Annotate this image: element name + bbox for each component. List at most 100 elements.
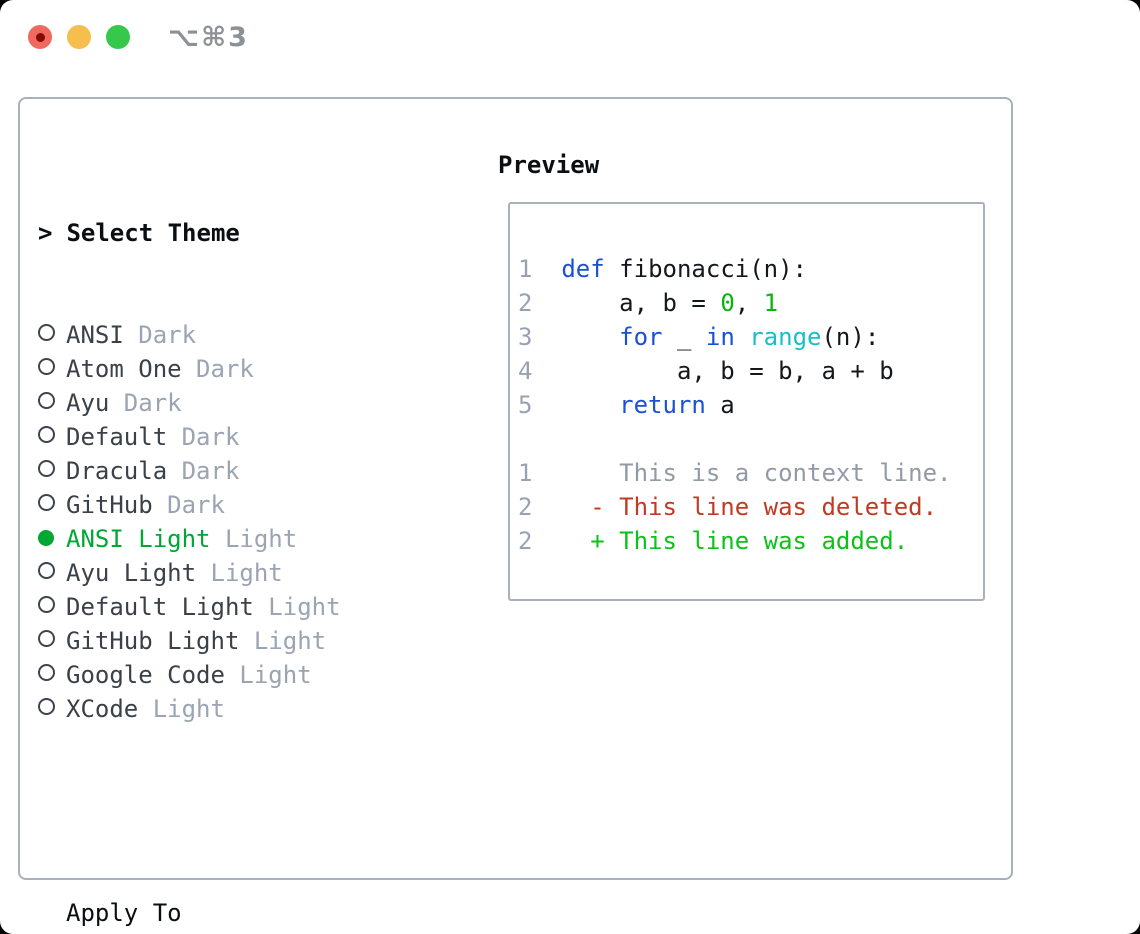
- radio-icon: [38, 426, 55, 443]
- code-token: def: [561, 255, 605, 283]
- close-button[interactable]: [28, 25, 52, 49]
- option-variant-label: Dark: [167, 423, 240, 451]
- spacer: [38, 794, 443, 828]
- option-label: XCode: [66, 695, 139, 723]
- code-token: [735, 323, 749, 351]
- code-token: This is a context line.: [561, 459, 952, 487]
- prompt-icon: >: [38, 219, 53, 247]
- line-number: 2: [518, 289, 562, 317]
- code-token: fibonacci(n):: [604, 255, 808, 283]
- code-line: 1 This is a context line.: [518, 456, 952, 490]
- option-label: Default: [66, 423, 168, 451]
- line-number: 1: [518, 255, 562, 283]
- theme-option[interactable]: Default Light Light: [38, 590, 443, 624]
- code-line: 3 for _ in range(n):: [518, 320, 952, 354]
- code-token: 0: [720, 289, 735, 317]
- line-number: 4: [518, 357, 562, 385]
- code-token: [561, 323, 619, 351]
- code-line: 2 a, b = 0, 1: [518, 286, 952, 320]
- radio-icon: [38, 324, 55, 341]
- option-variant-label: Light: [138, 695, 225, 723]
- option-variant-label: Dark: [123, 321, 197, 349]
- option-label: Atom One: [66, 355, 182, 383]
- option-variant-label: Light: [210, 525, 298, 553]
- select-theme-header: > Select Theme: [38, 216, 443, 250]
- code-token: for: [619, 323, 663, 351]
- option-label: Ayu Light: [66, 559, 197, 587]
- theme-option[interactable]: Ayu Dark: [38, 386, 443, 420]
- code-token: return: [619, 391, 706, 419]
- code-line: 5 return a: [518, 388, 952, 422]
- code-token: [561, 391, 619, 419]
- theme-option[interactable]: Ayu Light Light: [38, 556, 443, 590]
- option-label: ANSI Light: [66, 525, 211, 553]
- code-token: + This line was added.: [561, 527, 909, 555]
- theme-option[interactable]: Atom One Dark: [38, 352, 443, 386]
- line-number: 2: [518, 527, 562, 555]
- radio-icon: [38, 630, 55, 647]
- option-variant-label: Dark: [181, 355, 254, 383]
- code-line: 1 def fibonacci(n):: [518, 252, 952, 286]
- code-line: 2 - This line was deleted.: [518, 490, 952, 524]
- option-label: Ayu: [66, 389, 110, 417]
- code-token: in: [705, 323, 735, 351]
- code-token: a, b = b, a + b: [561, 357, 894, 385]
- option-label: Default Light: [66, 593, 254, 621]
- option-label: GitHub: [66, 491, 153, 519]
- option-variant-label: Dark: [152, 491, 225, 519]
- option-label: Dracula: [66, 457, 168, 485]
- radio-icon: [38, 494, 55, 511]
- radio-icon: [38, 460, 55, 477]
- option-variant-label: Light: [239, 627, 327, 655]
- radio-icon: [38, 358, 55, 375]
- option-label: ANSI: [66, 321, 124, 349]
- theme-option[interactable]: ANSI Dark: [38, 318, 443, 352]
- window-title: ⌥⌘3: [168, 22, 249, 53]
- code-token: - This line was deleted.: [561, 493, 938, 521]
- line-number: [518, 425, 561, 453]
- line-number: 5: [518, 391, 562, 419]
- zoom-button[interactable]: [106, 25, 130, 49]
- code-line: 4 a, b = b, a + b: [518, 354, 952, 388]
- theme-option[interactable]: Google Code Light: [38, 658, 443, 692]
- option-variant-label: Light: [253, 593, 341, 621]
- theme-option[interactable]: GitHub Light Light: [38, 624, 443, 658]
- apply-to-title: Apply To: [66, 899, 182, 927]
- theme-option[interactable]: ANSI Light Light: [38, 522, 443, 556]
- code-token: a: [705, 391, 735, 419]
- code-token: 1: [763, 289, 779, 317]
- code-token: a, b =: [561, 289, 721, 317]
- code-token: ,: [734, 289, 764, 317]
- theme-option[interactable]: Default Dark: [38, 420, 443, 454]
- radio-icon: [38, 392, 55, 409]
- minimize-button[interactable]: [67, 25, 91, 49]
- radio-selected-icon: [38, 530, 54, 546]
- code-line: 2 + This line was added.: [518, 524, 952, 558]
- line-number: 3: [518, 323, 562, 351]
- option-variant-label: Light: [196, 559, 283, 587]
- option-label: GitHub Light: [66, 627, 240, 655]
- option-label: Google Code: [66, 661, 225, 689]
- option-variant-label: Dark: [167, 457, 240, 485]
- theme-option[interactable]: XCode Light: [38, 692, 443, 726]
- option-variant-label: Light: [224, 661, 312, 689]
- theme-option[interactable]: GitHub Dark: [38, 488, 443, 522]
- radio-icon: [38, 698, 55, 715]
- option-variant-label: Dark: [109, 389, 182, 417]
- line-number: 1: [518, 459, 562, 487]
- radio-icon: [38, 664, 55, 681]
- code-token: _: [662, 323, 706, 351]
- theme-option[interactable]: Dracula Dark: [38, 454, 443, 488]
- code-token: (n):: [821, 323, 880, 351]
- select-theme-title: Select Theme: [66, 219, 240, 247]
- radio-icon: [38, 562, 55, 579]
- line-number: 2: [518, 493, 562, 521]
- code-token: range: [749, 323, 822, 351]
- preview-title: Preview: [498, 151, 600, 179]
- radio-icon: [38, 596, 55, 613]
